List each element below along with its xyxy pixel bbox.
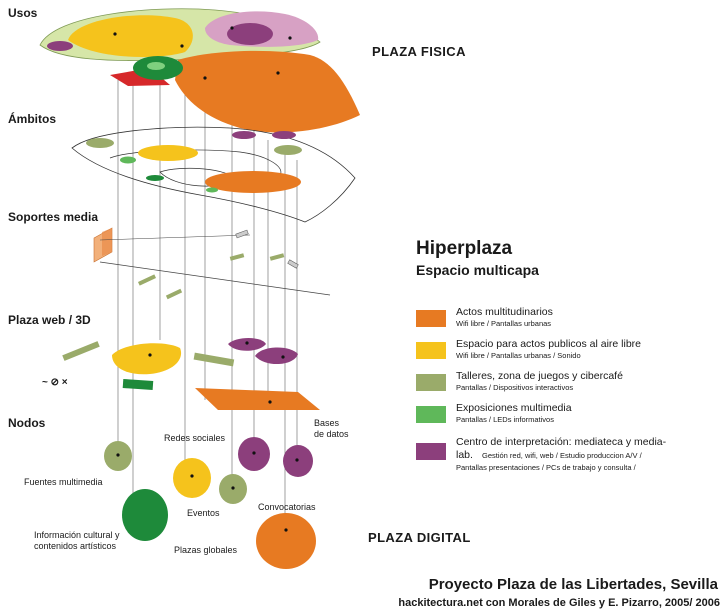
legend-swatch-green [416,406,446,423]
nodos-layer [104,437,316,569]
legend-swatch-orange [416,310,446,327]
legend-label: Espacio para actos publicos al aire libr… [456,338,642,350]
legend-sub: Pantallas / LEDs informativos [456,415,554,424]
legend-label: Centro de interpretación: mediateca y me… [456,436,667,448]
layer-label-nodos: Nodos [8,416,46,430]
web-glyph: ~ ⊘ × [42,377,68,388]
legend-swatch-purple [416,443,446,460]
legend: Actos multitudinarios Wifi libre / Panta… [416,306,726,486]
node-label-info-1: Información cultural y [34,530,120,540]
node-label-info-2: contenidos artísticos [34,541,117,551]
legend-label: Talleres, zona de juegos y cibercafé [456,370,623,382]
layer-label-ambitos: Ámbitos [8,112,56,126]
legend-sub: Wifi libre / Pantallas urbanas / Sonido [456,351,581,360]
diagram-subtitle: Espacio multicapa [416,262,539,278]
legend-label: Exposiciones multimedia [456,402,572,414]
layer-label-plaza-web: Plaza web / 3D [8,313,91,327]
soportes-layer [93,227,331,300]
plaza-digital-label: PLAZA DIGITAL [368,530,471,545]
project-credit-authors: hackitectura.net con Morales de Giles y … [398,597,720,609]
project-credit-title: Proyecto Plaza de las Libertades, Sevill… [428,576,718,593]
node-label-plazas: Plazas globales [174,545,238,555]
node-label-eventos: Eventos [187,508,220,518]
node-label-redes: Redes sociales [164,433,226,443]
ambitos-layer [71,126,356,223]
legend-label: Actos multitudinarios [456,306,553,318]
plaza-web-layer [62,338,320,410]
layer-label-usos: Usos [8,6,38,20]
diagram-title: Hiperplaza [416,238,513,259]
plaza-fisica-label: PLAZA FISICA [372,44,466,59]
legend-sub: Pantallas presentaciones / PCs de trabaj… [456,463,636,472]
node-label-fuentes: Fuentes multimedia [24,477,103,487]
usos-layer [39,8,360,133]
legend-label: lab. [456,449,473,461]
legend-swatch-olive [416,374,446,391]
node-label-bases-2: de datos [314,429,349,439]
node-label-bases-1: Bases [314,418,340,428]
node-label-convocatorias: Convocatorias [258,502,316,512]
legend-sub: Gestión red, wifi, web / Estudio producc… [482,451,642,460]
legend-sub: Wifi libre / Pantallas urbanas [456,319,552,328]
layer-label-soportes: Soportes media [8,210,99,224]
legend-swatch-yellow [416,342,446,359]
legend-sub: Pantallas / Dispositivos interactivos [456,383,574,392]
